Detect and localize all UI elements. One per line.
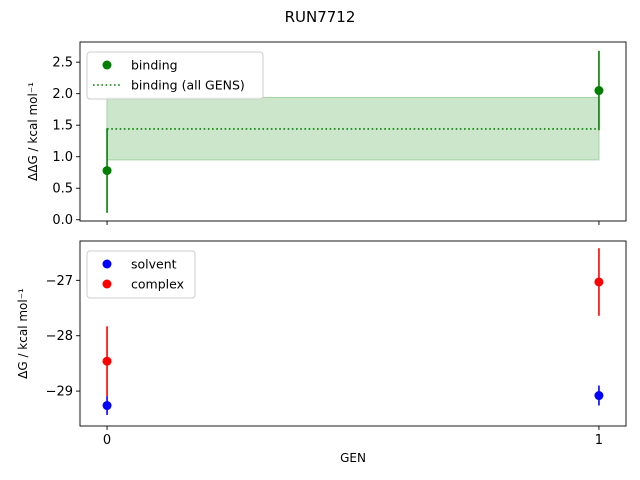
free-energy-axes-frame: [79, 240, 627, 427]
legend-solvent-label: solvent: [131, 257, 177, 272]
legend-complex-label: complex: [131, 277, 184, 292]
binding-panel: 0.0 0.5 1.0 1.5 2.0 2.5 ΔΔG / kcal mol⁻¹ bind…: [26, 41, 627, 228]
binding-legend: binding binding (all GENS): [86, 51, 264, 100]
free-energy-y-tick-label: −27: [46, 274, 73, 289]
binding-all-gens-band: [106, 96, 600, 161]
binding-y-tick-label: 0.5: [52, 182, 73, 197]
legend-solvent-marker: [102, 259, 112, 269]
x-tick-label: 0: [103, 433, 111, 448]
legend-complex-marker: [102, 279, 112, 289]
binding-y-axis-label: ΔΔG / kcal mol⁻¹: [26, 82, 40, 181]
binding-y-tick-label: 1.5: [52, 119, 73, 134]
binding-y-tick-label: 0.0: [52, 213, 73, 228]
binding-axes-frame: [79, 41, 627, 222]
solvent-point: [102, 401, 112, 411]
free-energy-legend-box: [86, 250, 196, 299]
binding-point: [594, 86, 604, 96]
complex-point: [102, 356, 112, 366]
free-energy-panel: −29 −28 −27 0 1 ΔG / kcal mol⁻¹ GEN solvent…: [16, 240, 627, 465]
free-energy-legend: solvent complex: [86, 250, 196, 299]
binding-y-tick-label: 1.0: [52, 150, 73, 165]
x-axis-label: GEN: [340, 451, 366, 465]
solvent-point: [594, 391, 604, 401]
legend-binding-marker: [102, 60, 112, 70]
free-energy-y-tick-label: −29: [46, 385, 73, 400]
free-energy-y-tick-label: −28: [46, 329, 73, 344]
binding-y-tick-label: 2.5: [52, 56, 73, 71]
complex-point: [594, 277, 604, 287]
binding-y-tick-label: 2.0: [52, 87, 73, 102]
x-tick-label: 1: [595, 433, 603, 448]
binding-legend-box: [86, 51, 264, 100]
binding-point: [102, 166, 112, 176]
legend-binding-label: binding: [131, 58, 178, 73]
figure-title: RUN7712: [285, 8, 356, 26]
legend-binding-all-gens-label: binding (all GENS): [131, 78, 245, 93]
free-energy-y-axis-label: ΔG / kcal mol⁻¹: [16, 288, 30, 379]
